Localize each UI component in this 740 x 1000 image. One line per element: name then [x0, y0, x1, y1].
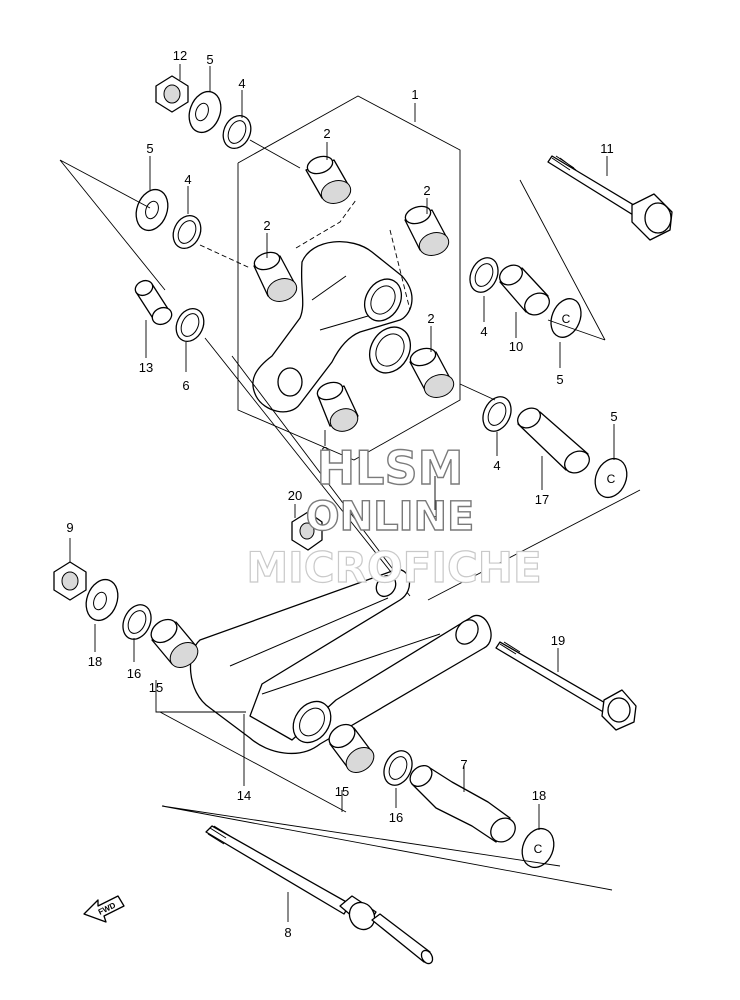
bolt-19 — [495, 641, 637, 731]
nut-20 — [291, 511, 323, 551]
callout-14: 14 — [237, 788, 251, 803]
callout-7: 7 — [460, 757, 467, 772]
washer-5a — [188, 90, 222, 134]
callout-16-left: 16 — [127, 666, 141, 681]
bolt-11 — [547, 155, 673, 241]
bolt-8 — [205, 825, 434, 965]
callout-labels: 1 2 2 2 2 3 4 4 4 4 5 5 5 5 6 6 7 8 9 10… — [66, 48, 617, 940]
callout-2-top: 2 — [323, 126, 330, 141]
callout-5-left: 5 — [146, 141, 153, 156]
callout-5-right: 5 — [556, 372, 563, 387]
watermark-line-2: ONLINE — [306, 494, 475, 540]
washer-5b — [135, 188, 169, 232]
callout-16-lower: 16 — [389, 810, 403, 825]
callout-9: 9 — [66, 520, 73, 535]
bearing-2c — [253, 251, 298, 302]
spacer-10 — [499, 264, 550, 316]
seal-16b — [383, 750, 413, 786]
washer-5d: C — [594, 457, 628, 499]
callout-12: 12 — [173, 48, 187, 63]
callout-3: 3 — [321, 444, 328, 459]
bearing-15a — [150, 618, 199, 668]
callout-20: 20 — [288, 488, 302, 503]
svg-text:C: C — [534, 842, 543, 856]
bearing-3 — [316, 381, 359, 432]
seal-6a — [175, 307, 205, 343]
callout-5-top: 5 — [206, 52, 213, 67]
callout-13: 13 — [139, 360, 153, 375]
callout-15-left: 15 — [149, 680, 163, 695]
bearing-2d — [409, 347, 455, 398]
sleeve-7 — [409, 765, 516, 843]
callout-6-center: 6 — [431, 513, 438, 528]
callout-5-lower: 5 — [610, 409, 617, 424]
cushion-lever-assembly-frame — [237, 95, 461, 461]
cushion-rod — [189, 569, 492, 755]
washer-5c: C — [550, 298, 582, 338]
callout-17: 17 — [535, 492, 549, 507]
callout-10: 10 — [509, 339, 523, 354]
callout-18-right: 18 — [532, 788, 546, 803]
bearing-2a — [305, 155, 352, 204]
nut-9 — [53, 561, 87, 601]
spacer-17 — [517, 407, 590, 474]
watermark: HLSM ONLINE MICROFICHE — [246, 440, 542, 592]
callout-2-lower: 2 — [427, 311, 434, 326]
washer-18a — [85, 578, 119, 622]
callout-2-right: 2 — [423, 183, 430, 198]
fwd-arrow-icon: FWD — [83, 895, 125, 923]
cushion-lever — [252, 241, 413, 413]
callout-4-left: 4 — [184, 172, 191, 187]
callout-4-lower: 4 — [493, 458, 500, 473]
watermark-line-1: HLSM — [317, 441, 464, 495]
callout-6-left: 6 — [182, 378, 189, 393]
upper-alignment-lines — [199, 199, 411, 311]
seal-4c — [469, 257, 499, 293]
seal-16a — [122, 604, 152, 640]
bearing-2b — [404, 205, 450, 256]
callout-18-left: 18 — [88, 654, 102, 669]
callout-4-right: 4 — [480, 324, 487, 339]
callout-1: 1 — [411, 87, 418, 102]
watermark-line-3: MICROFICHE — [246, 543, 541, 592]
callout-leaders — [69, 64, 615, 922]
spacer-13 — [134, 279, 173, 326]
svg-text:C: C — [562, 312, 571, 326]
seal-4a — [222, 114, 252, 150]
seal-4b — [172, 214, 202, 250]
nut-12 — [155, 75, 189, 113]
washer-18b: C — [521, 827, 555, 869]
callout-8: 8 — [284, 925, 291, 940]
callout-2-left: 2 — [263, 218, 270, 233]
seal-4d — [482, 396, 512, 432]
bearing-15b — [328, 723, 375, 773]
callout-19: 19 — [551, 633, 565, 648]
svg-text:C: C — [607, 472, 616, 486]
callout-4-top: 4 — [238, 76, 245, 91]
callout-11: 11 — [600, 141, 614, 156]
callout-15-lower: 15 — [335, 784, 349, 799]
